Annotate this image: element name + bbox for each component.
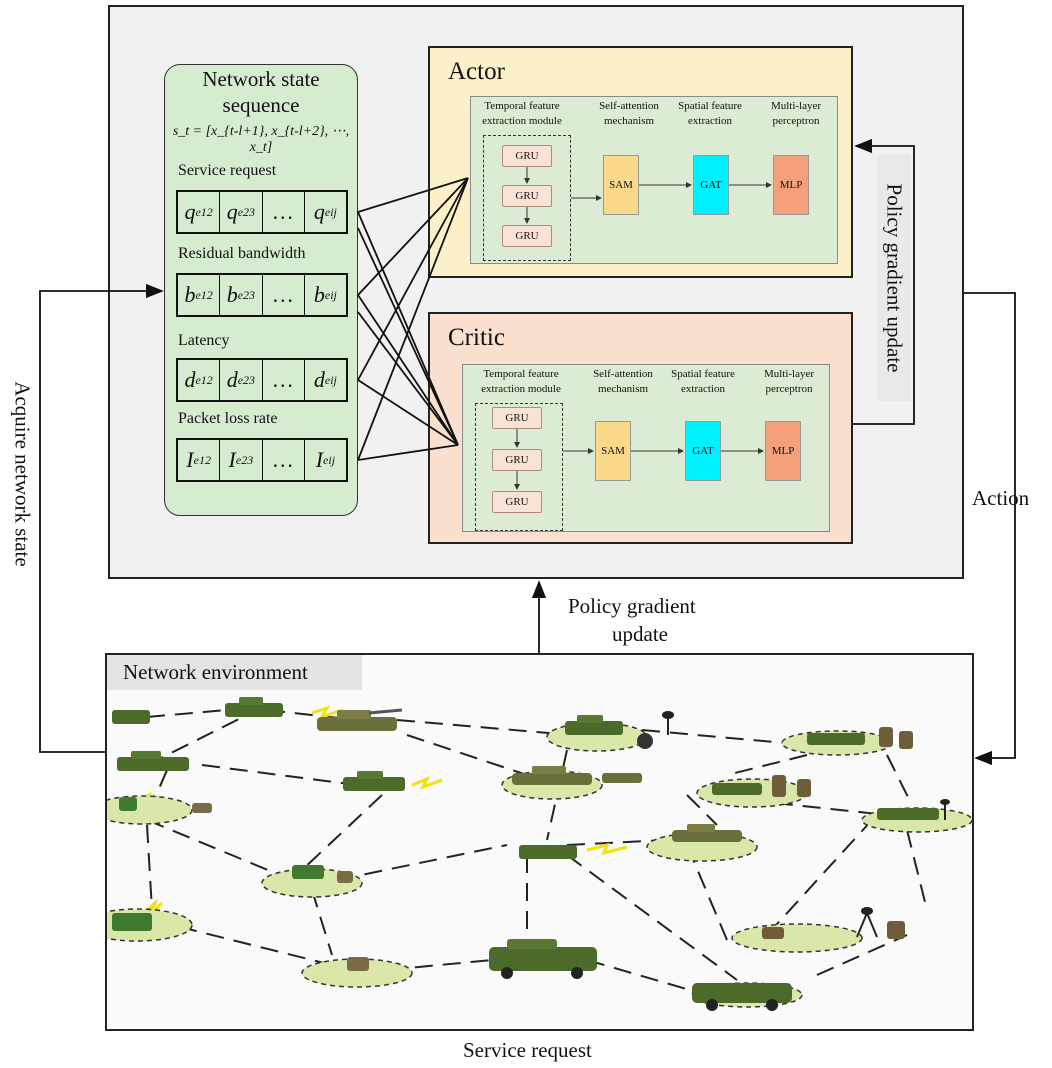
service-request-bottom-label: Service request [463, 1038, 592, 1062]
module-label-temporal: Temporal feature extraction module [481, 368, 561, 395]
armored-vehicle-icon [489, 939, 597, 979]
node-ellipse [731, 923, 863, 953]
mlp-block: MLP [773, 155, 809, 215]
actor-network: Temporal feature extraction module Self-… [470, 96, 838, 264]
radar-tripod-icon [637, 711, 674, 749]
environment-label-bg [107, 655, 362, 690]
cell-ellipsis: … [263, 275, 305, 315]
cell-ellipsis: … [263, 360, 305, 400]
armored-vehicle-icon [225, 697, 283, 717]
sam-block: SAM [595, 421, 631, 481]
module-label-mlp: Multi-layer perceptron [770, 100, 822, 127]
radar-tripod-icon [856, 907, 878, 938]
gru-block: GRU [502, 185, 552, 207]
network-state-title-1: Network state [202, 67, 320, 91]
gat-block: GAT [685, 421, 721, 481]
gru-block: GRU [502, 225, 552, 247]
armored-vehicle-icon [519, 845, 577, 859]
actor-panel: Actor Temporal feature extraction module… [428, 46, 853, 278]
action-label: Action [972, 486, 1030, 510]
state-formula: s_t = [x_{t-l+1}, x_{t-l+2}, ⋯, x_t] [172, 124, 350, 155]
actor-internal-arrows [524, 167, 772, 224]
policy-gradient-update-label-line1: Policy gradient [568, 594, 696, 618]
gru-block: GRU [492, 407, 542, 429]
actor-title: Actor [448, 58, 505, 85]
group-label-residual-bandwidth: Residual bandwidth [178, 245, 306, 262]
critic-title: Critic [448, 324, 505, 351]
module-label-self-attention: Self-attention mechanism [593, 368, 653, 395]
armored-vehicle-icon [807, 733, 865, 745]
cell-ellipsis: … [263, 192, 305, 232]
armored-vehicle-icon [343, 771, 405, 791]
module-label-mlp: Multi-layer perceptron [763, 368, 815, 395]
cell-ellipsis: … [263, 440, 305, 480]
mlp-block: MLP [765, 421, 801, 481]
module-label-temporal: Temporal feature extraction module [482, 100, 562, 127]
soldier-icon [292, 865, 353, 883]
critic-internal-arrows [514, 429, 764, 490]
policy-gradient-update-label-line2: update [612, 622, 668, 646]
temporal-module-box [483, 135, 571, 261]
module-label-spatial: Spatial feature extraction [671, 368, 735, 395]
group-label-service-request: Service request [178, 162, 277, 179]
network-environment-panel: Network environment [105, 653, 974, 1031]
network-links [146, 709, 928, 996]
soldier-icon [112, 913, 152, 931]
armored-vehicle-icon [117, 751, 189, 771]
network-state-title-2: sequence [222, 93, 300, 117]
soldier-icon [119, 797, 212, 813]
battlefield-network-graph [107, 697, 972, 1011]
soldier-icon [347, 957, 369, 971]
soldier-icon [879, 727, 913, 749]
critic-network: Temporal feature extraction module Self-… [462, 364, 830, 532]
armored-vehicle-icon [877, 808, 939, 820]
armored-vehicle-icon [712, 783, 762, 795]
temporal-module-box [475, 403, 563, 531]
gat-block: GAT [693, 155, 729, 215]
soldier-icon [772, 775, 811, 797]
tank-icon [512, 766, 642, 785]
armored-vehicle-icon [112, 710, 150, 724]
critic-panel: Critic Temporal feature extraction modul… [428, 312, 853, 544]
gru-block: GRU [492, 449, 542, 471]
group-label-latency: Latency [178, 332, 230, 349]
tank-icon [672, 824, 742, 842]
group-label-packet-loss-rate: Packet loss rate [178, 410, 278, 427]
armored-vehicle-icon [692, 983, 792, 1011]
gru-block: GRU [502, 145, 552, 167]
policy-gradient-update-side-label-bg [877, 155, 911, 401]
state-to-network-lines [357, 177, 469, 461]
armored-vehicle-icon [565, 715, 623, 735]
gru-block: GRU [492, 491, 542, 513]
module-label-self-attention: Self-attention mechanism [599, 100, 659, 127]
network-environment-label: Network environment [123, 660, 308, 684]
soldier-icon [762, 921, 905, 939]
sam-block: SAM [603, 155, 639, 215]
node-ellipse [301, 958, 413, 988]
tank-icon [317, 708, 403, 731]
module-label-spatial: Spatial feature extraction [678, 100, 742, 127]
radar-tripod-icon [940, 799, 950, 820]
